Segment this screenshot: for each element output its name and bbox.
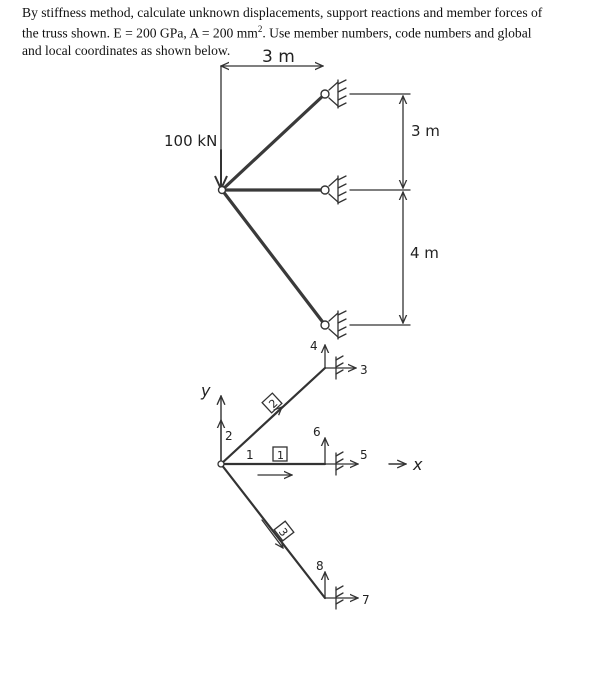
code-number-7: 7 (362, 593, 370, 607)
problem-line-3: and local coordinates as shown below. (22, 42, 231, 58)
member-number-1: 1 (272, 446, 288, 462)
pin-support-middle (320, 175, 347, 205)
dim-horizontal-label: 3 m (262, 47, 295, 67)
problem-line-2b: . Use member numbers, code numbers and g… (262, 25, 532, 41)
global-axes: y x (200, 381, 423, 474)
dim-vertical-top-label: 3 m (411, 122, 440, 140)
member-2-top (220, 92, 327, 192)
code-support-bottom: 7 8 (316, 559, 370, 610)
code-number-5: 5 (360, 448, 368, 462)
code-number-8: 8 (316, 559, 324, 573)
member-3 (219, 462, 327, 600)
dimension-vertical: 3 m 4 m (349, 93, 440, 326)
problem-line-1: By stiffness method, calculate unknown d… (22, 5, 543, 20)
pin-support-top (320, 79, 347, 109)
dim-vertical-bottom-label: 4 m (410, 244, 439, 262)
code-number-2: 2 (225, 429, 233, 443)
axis-y-label: y (200, 381, 211, 400)
code-joint (217, 460, 225, 468)
load-label: 100 kN (164, 132, 217, 150)
code-support-middle: 5 6 (313, 425, 368, 476)
code-number-6: 6 (313, 425, 321, 439)
joint-code-arrows: 2 1 (221, 420, 254, 465)
code-support-top: 3 4 (310, 339, 368, 380)
axis-x-label: x (412, 455, 423, 474)
problem-line-2a: the truss shown. E = 200 GPa, A = 200 mm (22, 25, 258, 41)
problem-statement: By stiffness method, calculate unknown d… (22, 4, 597, 59)
dimension-horizontal: 3 m (221, 47, 323, 166)
code-number-4: 4 (310, 339, 318, 353)
svg-text:1: 1 (277, 449, 284, 462)
pin-support-bottom (320, 310, 347, 340)
code-number-1: 1 (246, 448, 254, 462)
exponent: 2 (257, 24, 263, 34)
local-direction-arrows (257, 407, 292, 548)
member-3-top (220, 188, 327, 327)
free-joint (217, 185, 227, 195)
load-arrow: 100 kN (164, 132, 228, 192)
truss-members (220, 92, 327, 327)
code-number-3: 3 (360, 363, 368, 377)
problem-line-2: the truss shown. E = 200 GPa, A = 200 mm… (22, 21, 597, 42)
